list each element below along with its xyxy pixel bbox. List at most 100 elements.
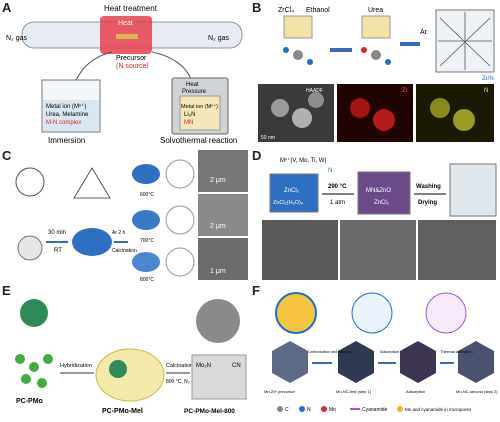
beaker-line2: Urea, Melamine [46,112,89,118]
f-s4-text: Adsorption [380,349,399,354]
mn-nc-zoom [351,292,393,334]
cn-text: CN [232,363,241,369]
hydrate-text: ZnCl₂(H₂O)₄ [273,200,304,206]
f-s7-text: Mn-NC-second (step 2) [456,389,498,394]
zrn-text: Zr/N [482,76,494,82]
sem-2 [198,194,248,236]
metals-text: Mⁿ⁺(V, Mo, Ti, W) [280,157,326,164]
immersion-text: Immersion [48,136,85,145]
zr-map [337,84,413,142]
sphere-1 [15,354,25,364]
t2-text: 700°C [140,238,154,244]
beaker-zncl2 [269,173,319,213]
calcination-e-text: Calcination [166,363,193,369]
hex-step1 [338,341,374,383]
t1-text: 600°C [140,192,154,198]
product-text: MN&ZnO [366,188,391,194]
sphere-5 [37,378,47,388]
auto-line3: MN [184,120,193,126]
panel-c: C 30 min RT Ar 2 h Calcination 600°C 700… [0,148,250,283]
flask [17,235,43,261]
scale-text: 50 nm [261,135,275,141]
n-map-text: N [484,88,488,94]
atom-2a [361,47,367,53]
legend-mn-text: Mn [329,407,336,413]
legend-c-dot [277,406,283,412]
legend-n-dot [299,406,305,412]
f-s3-text: Mn-NC-first (step 1) [336,389,372,394]
solvothermal-text: Solvothermal reaction [160,136,237,145]
tem-2 [340,220,416,280]
molecule-2 [371,50,381,60]
calc-cond-text: 800 °C, N₂ [166,379,190,385]
beaker-product [357,171,411,215]
f-s5-text: Adsorption [406,389,425,394]
f-s6-text: Thermal activation [440,349,473,354]
f-s2-text: Carbonization and leaching [308,350,352,354]
tem-1 [262,220,338,280]
pc-pmo-text: PC-PMo [16,398,43,405]
legend-c-text: C [285,407,289,413]
haadf-particle-1 [271,99,289,117]
calcination-text: Calcination [112,248,137,254]
n-map [416,84,494,142]
panel-b: B ZrCl₄ Ethanol Urea Ar Zr/N HAADF 50 nm… [250,0,500,148]
sem-3 [198,238,248,280]
legend-n-text: N [307,407,311,413]
n-source-text: (N source) [116,63,149,70]
n2-in-text: N₂ gas [6,35,28,42]
haadf-particle-3 [308,92,324,108]
zr-map-text: Zr [402,88,408,94]
n-text: N [328,168,332,174]
vial-1 [283,15,313,39]
beaker-line1: Metal ion (Mⁿ⁺) [46,103,86,110]
tem-sphere [196,299,240,343]
molecule-structure [15,167,45,197]
legend-mn-dot [321,406,327,412]
hybridization-text: Hybridization [60,363,92,369]
panel-a: A Heat treatment Heat N₂ gas N₂ gas Prec… [0,0,250,148]
tem-3 [418,220,496,280]
product-600 [132,164,160,184]
heat-treatment-text: Heat treatment [104,4,158,13]
product-800 [132,252,160,272]
pc-pmo-cluster [20,299,48,327]
n-blob-2 [453,109,475,131]
urea-text: Urea [368,7,383,14]
pc-pmo-mel-blob [95,348,165,402]
rt-text: RT [54,248,62,254]
sem-1 [198,150,248,192]
n2-out-text: N₂ gas [208,35,230,42]
panel-b-diagram: ZrCl₄ Ethanol Urea Ar Zr/N HAADF 50 nm Z… [258,7,495,142]
nanosheet-stack [449,163,497,217]
panel-d-diagram: Mⁿ⁺(V, Mo, Ti, W) N ZnCl₂ ZnCl₂(H₂O)₄ 29… [262,157,497,280]
lattice-lines [438,12,492,70]
precursor-text: Precursor [116,55,147,62]
zr-blob-1 [350,98,370,118]
haadf-text: HAADF [306,88,323,94]
panel-label-c: C [2,148,12,163]
pc-pmo-mel-800-text: PC-PMo-Mel-800 [184,408,235,415]
panel-e-diagram: PC-PMo Hybridization PC-PMo-Mel Calcinat… [15,299,247,415]
panel-label-f: F [252,283,260,298]
panel-a-diagram: Heat treatment Heat N₂ gas N₂ gas Precur… [6,4,243,145]
heat-pressure-1: Heat [186,82,199,88]
haadf-particle-2 [292,108,312,128]
panel-e: E PC-PMo Hybridization PC-PMo-Mel Calcin… [0,283,250,422]
molecule-1 [293,50,303,60]
sem-1-scale: 2 μm [210,177,226,184]
t3-text: 800°C [140,277,154,283]
adsorption-zoom [425,292,467,334]
auto-line1: Metal ion (Mⁿ⁺) [181,103,218,110]
legend-mncy-dot [397,406,403,412]
temp-text: 290 °C [328,184,347,190]
legend-cy-text: Cyanamide [362,407,388,413]
time-text: 30 min [48,230,66,236]
ar-cond-text: Ar 2 h [112,230,126,236]
product2-text: ZnCl₂ [374,200,390,206]
ar-text: Ar [420,29,428,36]
f-s1-text: Mn-ZIF precursor [264,389,296,394]
beaker-line3: M-N complex [46,120,81,126]
legend-mncy-text: Mn and cyanamide in micropores [405,407,472,412]
hex-precursor [272,341,308,383]
